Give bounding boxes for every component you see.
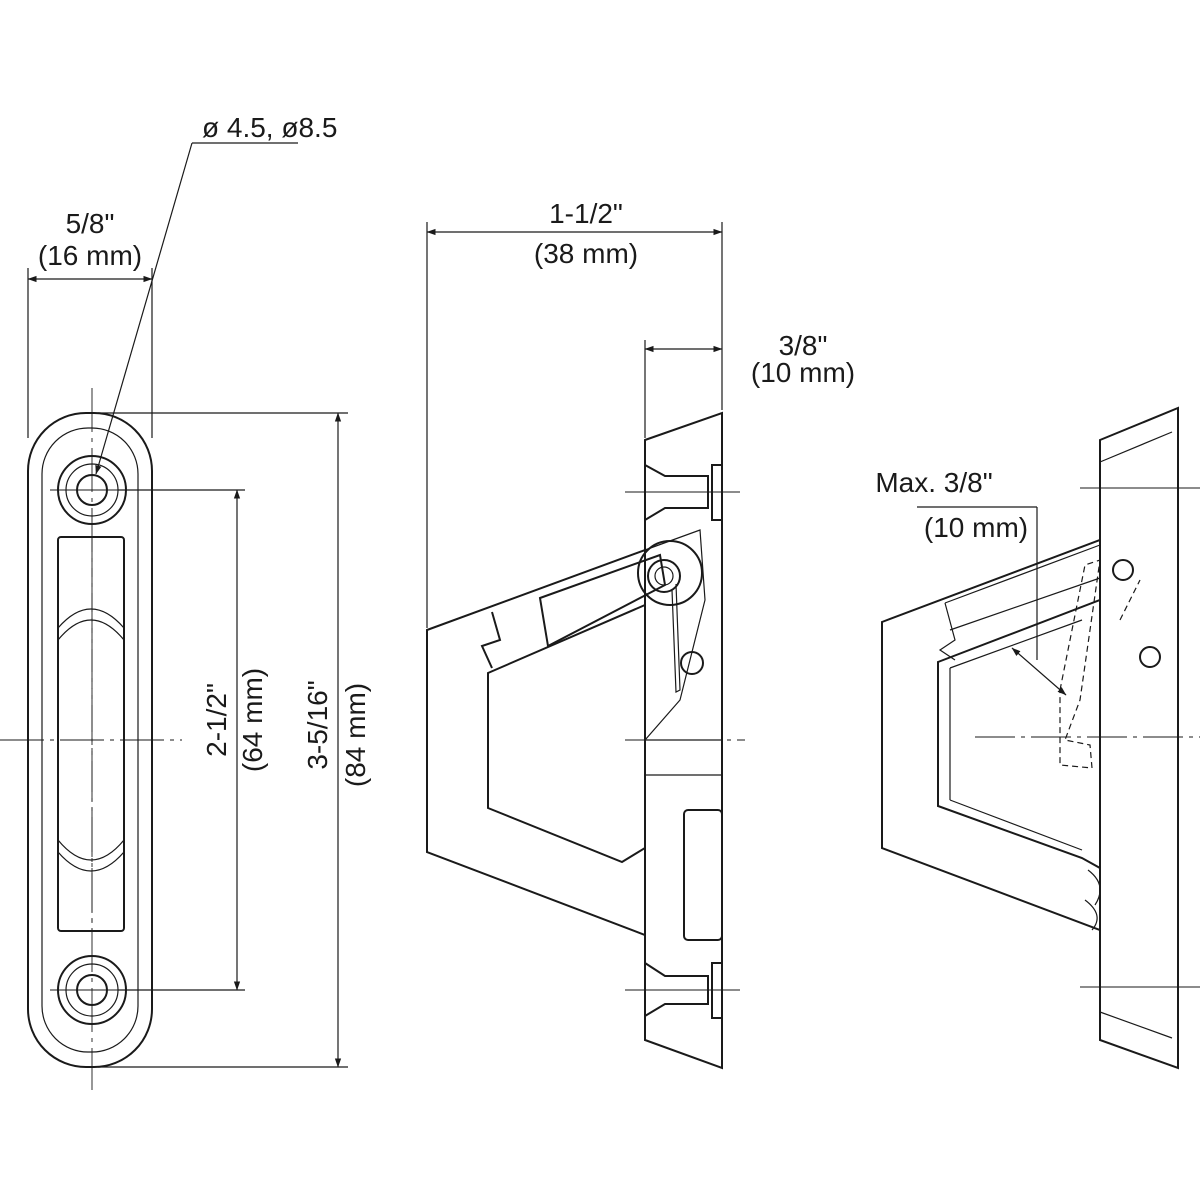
depth-dimension: 1-1/2" (38 mm) <box>426 198 723 628</box>
side-latch-tongue <box>538 553 667 648</box>
side-pin <box>680 651 704 675</box>
width-mm-label: (16 mm) <box>38 240 142 271</box>
max-gap-dimension: Max. 3/8" (10 mm) <box>875 467 1067 696</box>
length-dimension: 3-5/16" (84 mm) <box>98 412 371 1068</box>
depth-mm-label: (38 mm) <box>534 238 638 269</box>
side-upper-insert <box>644 529 706 742</box>
hole-spacing-in-label: 2-1/2" <box>201 683 232 757</box>
side-view: 1-1/2" (38 mm) 3/8" (10 mm) <box>426 198 855 1070</box>
installed-pin-2 <box>1139 646 1161 668</box>
installed-centerlines <box>975 487 1200 988</box>
width-in-label: 5/8" <box>66 208 115 239</box>
base-mm-label: (10 mm) <box>751 357 855 388</box>
length-in-label: 3-5/16" <box>302 680 333 769</box>
installed-base-plate <box>1099 406 1179 1070</box>
max-label: Max. 3/8" <box>875 467 992 498</box>
length-mm-label: (84 mm) <box>340 683 371 787</box>
base-in-label: 3/8" <box>779 330 828 361</box>
hole-diameter-callout: ø 4.5, ø8.5 <box>95 112 337 475</box>
side-lower-insert <box>644 739 723 776</box>
latch-slot <box>57 536 125 932</box>
side-bottom-screw <box>644 961 723 1019</box>
width-dimension: 5/8" (16 mm) <box>27 208 153 438</box>
side-spring <box>671 583 681 693</box>
installed-latch <box>1059 559 1101 769</box>
installed-view: Max. 3/8" (10 mm) <box>875 406 1200 1070</box>
max-mm-label: (10 mm) <box>924 512 1028 543</box>
side-pivot <box>637 540 703 606</box>
side-hook-notch <box>480 611 502 669</box>
installed-pin-1 <box>1112 559 1134 581</box>
installed-hook-body <box>881 538 1101 932</box>
hole-spacing-dimension: 2-1/2" (64 mm) <box>118 489 268 991</box>
side-slot <box>683 809 723 941</box>
base-dimension: 3/8" (10 mm) <box>644 330 855 438</box>
depth-in-label: 1-1/2" <box>549 198 623 229</box>
side-top-screw <box>644 463 723 522</box>
hole-diameter-label: ø 4.5, ø8.5 <box>202 112 337 143</box>
front-view: 5/8" (16 mm) ø 4.5, ø8.5 2-1/2" (64 mm) … <box>0 112 371 1090</box>
installed-flap <box>944 544 1101 604</box>
side-hook-body <box>426 548 646 937</box>
side-centerlines <box>625 491 745 991</box>
hole-spacing-mm-label: (64 mm) <box>237 668 268 772</box>
